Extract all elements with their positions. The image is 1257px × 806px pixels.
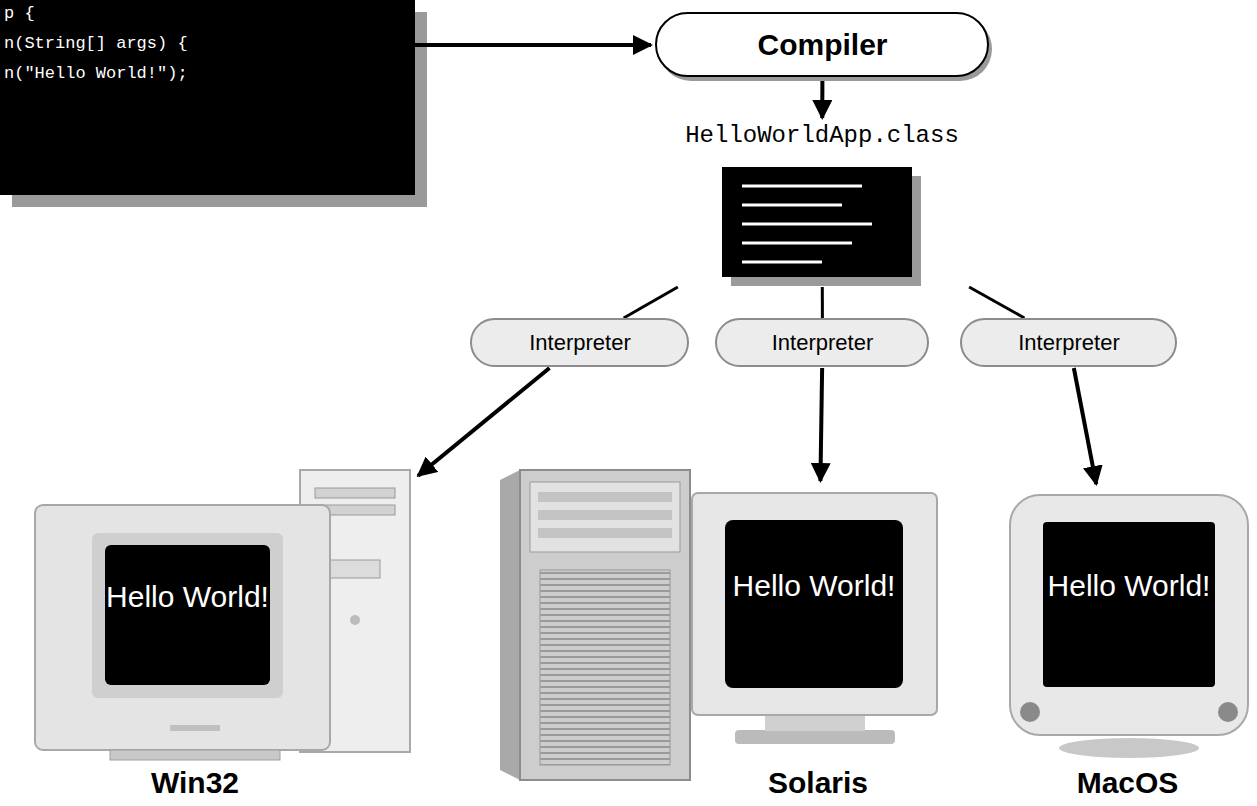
macos-imac bbox=[1059, 738, 1199, 758]
pill-text: Interpreter bbox=[960, 330, 1178, 355]
class-file-icon bbox=[742, 242, 852, 245]
class-file-icon bbox=[742, 223, 872, 226]
interpreter-pill: Interpreter bbox=[470, 318, 690, 368]
macos-imac bbox=[1218, 702, 1238, 722]
class-file-icon bbox=[742, 185, 862, 188]
win32-pc bbox=[170, 725, 220, 731]
win32-computer: Hello World! Win32 bbox=[30, 468, 415, 804]
screen-text: Hello World! bbox=[725, 569, 903, 604]
flow-arrow bbox=[418, 368, 549, 476]
solaris-computer: Hello World! Solaris bbox=[688, 485, 948, 803]
class-file-icon bbox=[742, 204, 842, 207]
server-tower bbox=[500, 470, 690, 780]
win32-pc bbox=[105, 545, 270, 685]
flow-arrow bbox=[820, 78, 824, 118]
server-tower bbox=[538, 510, 672, 520]
compiler-pill: Compiler bbox=[655, 12, 990, 78]
connector-line bbox=[821, 287, 824, 318]
code-line: n("Hello World!"); bbox=[4, 64, 188, 84]
macos-imac bbox=[1043, 522, 1215, 687]
win32-pc bbox=[350, 615, 360, 625]
win32-pc bbox=[35, 505, 330, 750]
server-tower bbox=[500, 470, 690, 780]
solaris-monitor bbox=[692, 493, 937, 715]
flow-arrow bbox=[415, 43, 651, 47]
solaris-monitor bbox=[735, 730, 895, 744]
interpreter-pill: Interpreter bbox=[715, 318, 930, 368]
screen-text: Hello World! bbox=[1043, 569, 1215, 604]
class-file-icon bbox=[742, 261, 822, 264]
pill-text: Compiler bbox=[655, 28, 990, 63]
win32-pc bbox=[35, 470, 410, 760]
pill-text: Interpreter bbox=[470, 330, 690, 355]
win32-pc bbox=[92, 533, 283, 698]
win32-pc bbox=[110, 750, 280, 760]
class-file: HelloWorldApp.class bbox=[672, 122, 972, 287]
connector-line bbox=[624, 287, 678, 318]
solaris-monitor bbox=[692, 493, 937, 744]
server-tower bbox=[538, 492, 672, 502]
macos-computer: Hello World! MacOS bbox=[1005, 488, 1250, 804]
server-tower bbox=[540, 570, 670, 765]
macos-imac bbox=[1020, 702, 1040, 722]
win32-pc bbox=[330, 560, 380, 578]
pill-text: Interpreter bbox=[715, 330, 930, 355]
file-name: HelloWorldApp.class bbox=[672, 122, 972, 151]
flow-arrow bbox=[820, 368, 822, 481]
server-tower bbox=[520, 470, 690, 780]
screen-text: Hello World! bbox=[105, 580, 270, 615]
class-file-icon bbox=[722, 167, 921, 286]
flow-arrow bbox=[1074, 368, 1096, 484]
platform-label: Solaris bbox=[688, 766, 948, 799]
interpreter-pill: Interpreter bbox=[960, 318, 1178, 368]
class-file-icon bbox=[722, 167, 912, 277]
platform-label: Win32 bbox=[30, 766, 360, 799]
macos-imac bbox=[1010, 495, 1248, 758]
solaris-monitor bbox=[725, 520, 903, 688]
code-line: n(String[] args) { bbox=[4, 34, 188, 54]
code-line: p { bbox=[4, 4, 35, 24]
platform-label: MacOS bbox=[1005, 766, 1250, 799]
macos-imac bbox=[1010, 495, 1248, 735]
connector-line bbox=[969, 287, 1024, 318]
source-code-box: p { n(String[] args) { n("Hello World!"); bbox=[0, 0, 415, 195]
win32-pc bbox=[315, 488, 395, 498]
server-tower bbox=[530, 482, 680, 552]
server-tower bbox=[538, 528, 672, 538]
